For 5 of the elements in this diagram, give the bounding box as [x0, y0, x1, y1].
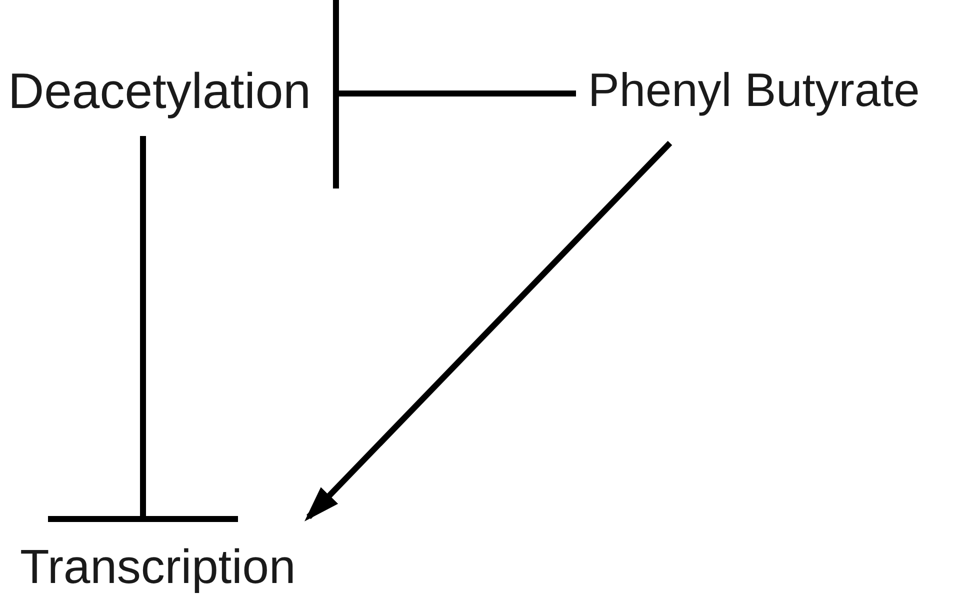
arrow — [304, 140, 672, 522]
node-label: Deacetylation — [8, 66, 311, 116]
inhibition-line — [332, 0, 576, 192]
inhibition-line — [45, 136, 241, 522]
node-label: Transcription — [20, 544, 296, 592]
